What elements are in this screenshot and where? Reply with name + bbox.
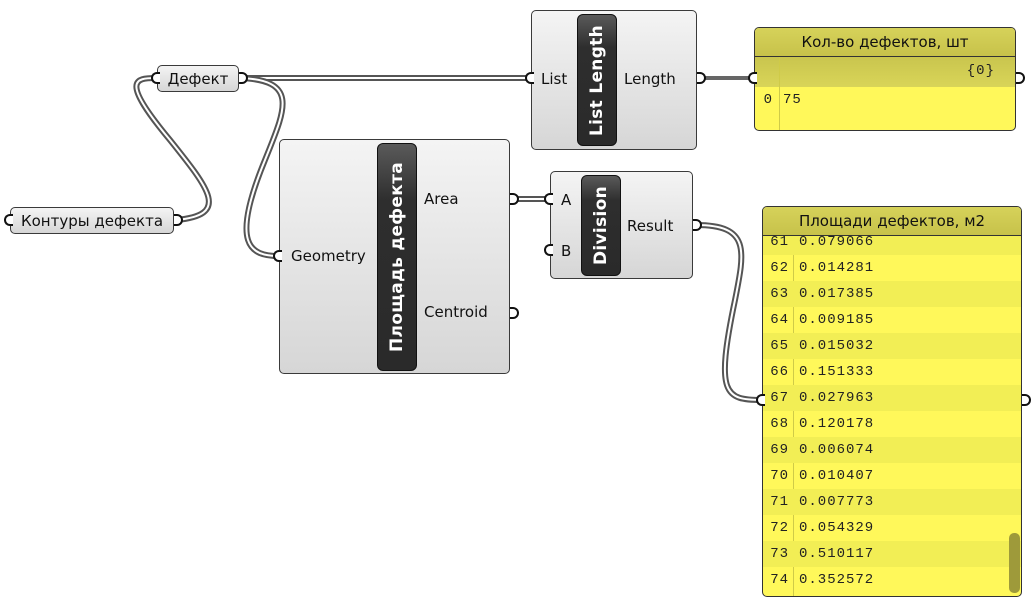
panel-title: Кол-во дефектов, шт xyxy=(755,28,1015,57)
row-value: 0.079066 xyxy=(799,234,875,250)
row-index: 71 xyxy=(770,494,789,510)
param-kontury-defekta[interactable]: Контуры дефекта xyxy=(10,207,174,234)
output-length-label: Length xyxy=(624,70,676,88)
input-grip[interactable] xyxy=(748,72,757,84)
row-value: 0.054329 xyxy=(799,520,875,536)
panel-path: {0} xyxy=(966,63,995,79)
panel-row: 69 0.006074 xyxy=(763,437,1021,463)
panel-row: 64 0.009185 xyxy=(763,307,1021,333)
row-index: 66 xyxy=(770,364,789,380)
row-index: 73 xyxy=(770,546,789,562)
row-value: 0.027963 xyxy=(799,390,875,406)
output-grip[interactable] xyxy=(239,72,248,84)
panel-row: 70 0.010407 xyxy=(763,463,1021,489)
wire-defekt-to-area[interactable] xyxy=(237,75,286,259)
row-value: 0.009185 xyxy=(799,312,875,328)
output-centroid-label: Centroid xyxy=(424,303,488,321)
row-index: 69 xyxy=(770,442,789,458)
row-value: 0.007773 xyxy=(799,494,875,510)
row-index: 70 xyxy=(770,468,789,484)
panel-defect-areas[interactable]: Площади дефектов, м2 61 0.079066 62 0.01428… xyxy=(762,206,1022,597)
output-grip[interactable] xyxy=(1016,72,1025,84)
input-a-label: A xyxy=(561,191,572,209)
wire-division-to-areas-panel[interactable] xyxy=(693,222,765,403)
panel-row: 65 0.015032 xyxy=(763,333,1021,359)
output-grip[interactable] xyxy=(1022,394,1031,406)
row-value: 0.017385 xyxy=(799,286,875,302)
panel-row: 74 0.352572 xyxy=(763,567,1021,593)
wire-kontury-to-defekt[interactable] xyxy=(133,75,212,223)
row-value: 75 xyxy=(783,92,802,108)
component-list-length[interactable]: List List Length Length xyxy=(531,10,697,150)
output-grip[interactable] xyxy=(174,214,183,226)
output-area-label: Area xyxy=(424,190,459,208)
panel-row: 62 0.014281 xyxy=(763,255,1021,281)
row-index: 63 xyxy=(770,286,789,302)
panel-row: 66 0.151333 xyxy=(763,359,1021,385)
panel-title: Площади дефектов, м2 xyxy=(763,207,1021,236)
row-value: 0.006074 xyxy=(799,442,875,458)
row-value: 0.120178 xyxy=(799,416,875,432)
output-grip-centroid[interactable] xyxy=(510,307,519,319)
component-title-bar[interactable]: List Length xyxy=(577,14,617,146)
row-index: 61 xyxy=(770,234,789,250)
component-division[interactable]: A B Division Result xyxy=(550,171,693,279)
input-b-label: B xyxy=(561,242,572,260)
panel-defect-count[interactable]: Кол-во дефектов, шт {0} 0 75 xyxy=(754,27,1016,131)
component-title: List Length xyxy=(587,24,607,136)
row-index: 72 xyxy=(770,520,789,536)
panel-rows: 61 0.079066 62 0.014281 63 0.017385 64 0.009185… xyxy=(763,229,1021,593)
row-index: 68 xyxy=(770,416,789,432)
panel-scrollbar[interactable] xyxy=(1009,533,1020,593)
input-grip[interactable] xyxy=(756,394,765,406)
input-list-label: List xyxy=(541,70,568,88)
param-label: Дефект xyxy=(167,69,229,88)
row-index: 67 xyxy=(770,390,789,406)
row-index: 64 xyxy=(770,312,789,328)
row-value: 0.014281 xyxy=(799,260,875,276)
row-value: 0.510117 xyxy=(799,546,875,562)
component-title-bar[interactable]: Division xyxy=(581,175,621,276)
panel-path-header: {0} xyxy=(755,57,1015,87)
input-grip-a[interactable] xyxy=(544,193,553,205)
panel-row: 71 0.007773 xyxy=(763,489,1021,515)
input-grip-geometry[interactable] xyxy=(273,250,282,262)
panel-rows: 0 75 xyxy=(755,87,1015,113)
panel-row: 63 0.017385 xyxy=(763,281,1021,307)
component-area[interactable]: Geometry Площадь дефекта Area Centroid xyxy=(279,139,510,374)
row-value: 0.151333 xyxy=(799,364,875,380)
output-result-label: Result xyxy=(627,217,674,235)
panel-row: 68 0.120178 xyxy=(763,411,1021,437)
row-value: 0.010407 xyxy=(799,468,875,484)
output-grip-result[interactable] xyxy=(693,219,702,231)
component-title-bar[interactable]: Площадь дефекта xyxy=(377,143,417,371)
component-title: Площадь дефекта xyxy=(387,161,407,353)
row-index: 74 xyxy=(770,572,789,588)
row-value: 0.015032 xyxy=(799,338,875,354)
row-value: 0.352572 xyxy=(799,572,875,588)
input-grip[interactable] xyxy=(4,214,13,226)
output-grip-area[interactable] xyxy=(510,193,519,205)
param-label: Контуры дефекта xyxy=(20,211,164,230)
component-title: Division xyxy=(591,186,611,265)
input-grip-b[interactable] xyxy=(544,244,553,256)
output-grip-length[interactable] xyxy=(697,72,706,84)
row-index: 62 xyxy=(770,260,789,276)
panel-row: 67 0.027963 xyxy=(763,385,1021,411)
index-divider xyxy=(793,235,794,596)
param-defekt[interactable]: Дефект xyxy=(157,65,239,92)
input-grip[interactable] xyxy=(151,72,160,84)
input-geometry-label: Geometry xyxy=(291,247,366,265)
row-index: 0 xyxy=(763,92,773,108)
row-index: 65 xyxy=(770,338,789,354)
index-divider xyxy=(779,57,780,130)
input-grip-list[interactable] xyxy=(525,72,534,84)
panel-row: 0 75 xyxy=(755,87,1015,113)
panel-row: 72 0.054329 xyxy=(763,515,1021,541)
panel-row: 73 0.510117 xyxy=(763,541,1021,567)
